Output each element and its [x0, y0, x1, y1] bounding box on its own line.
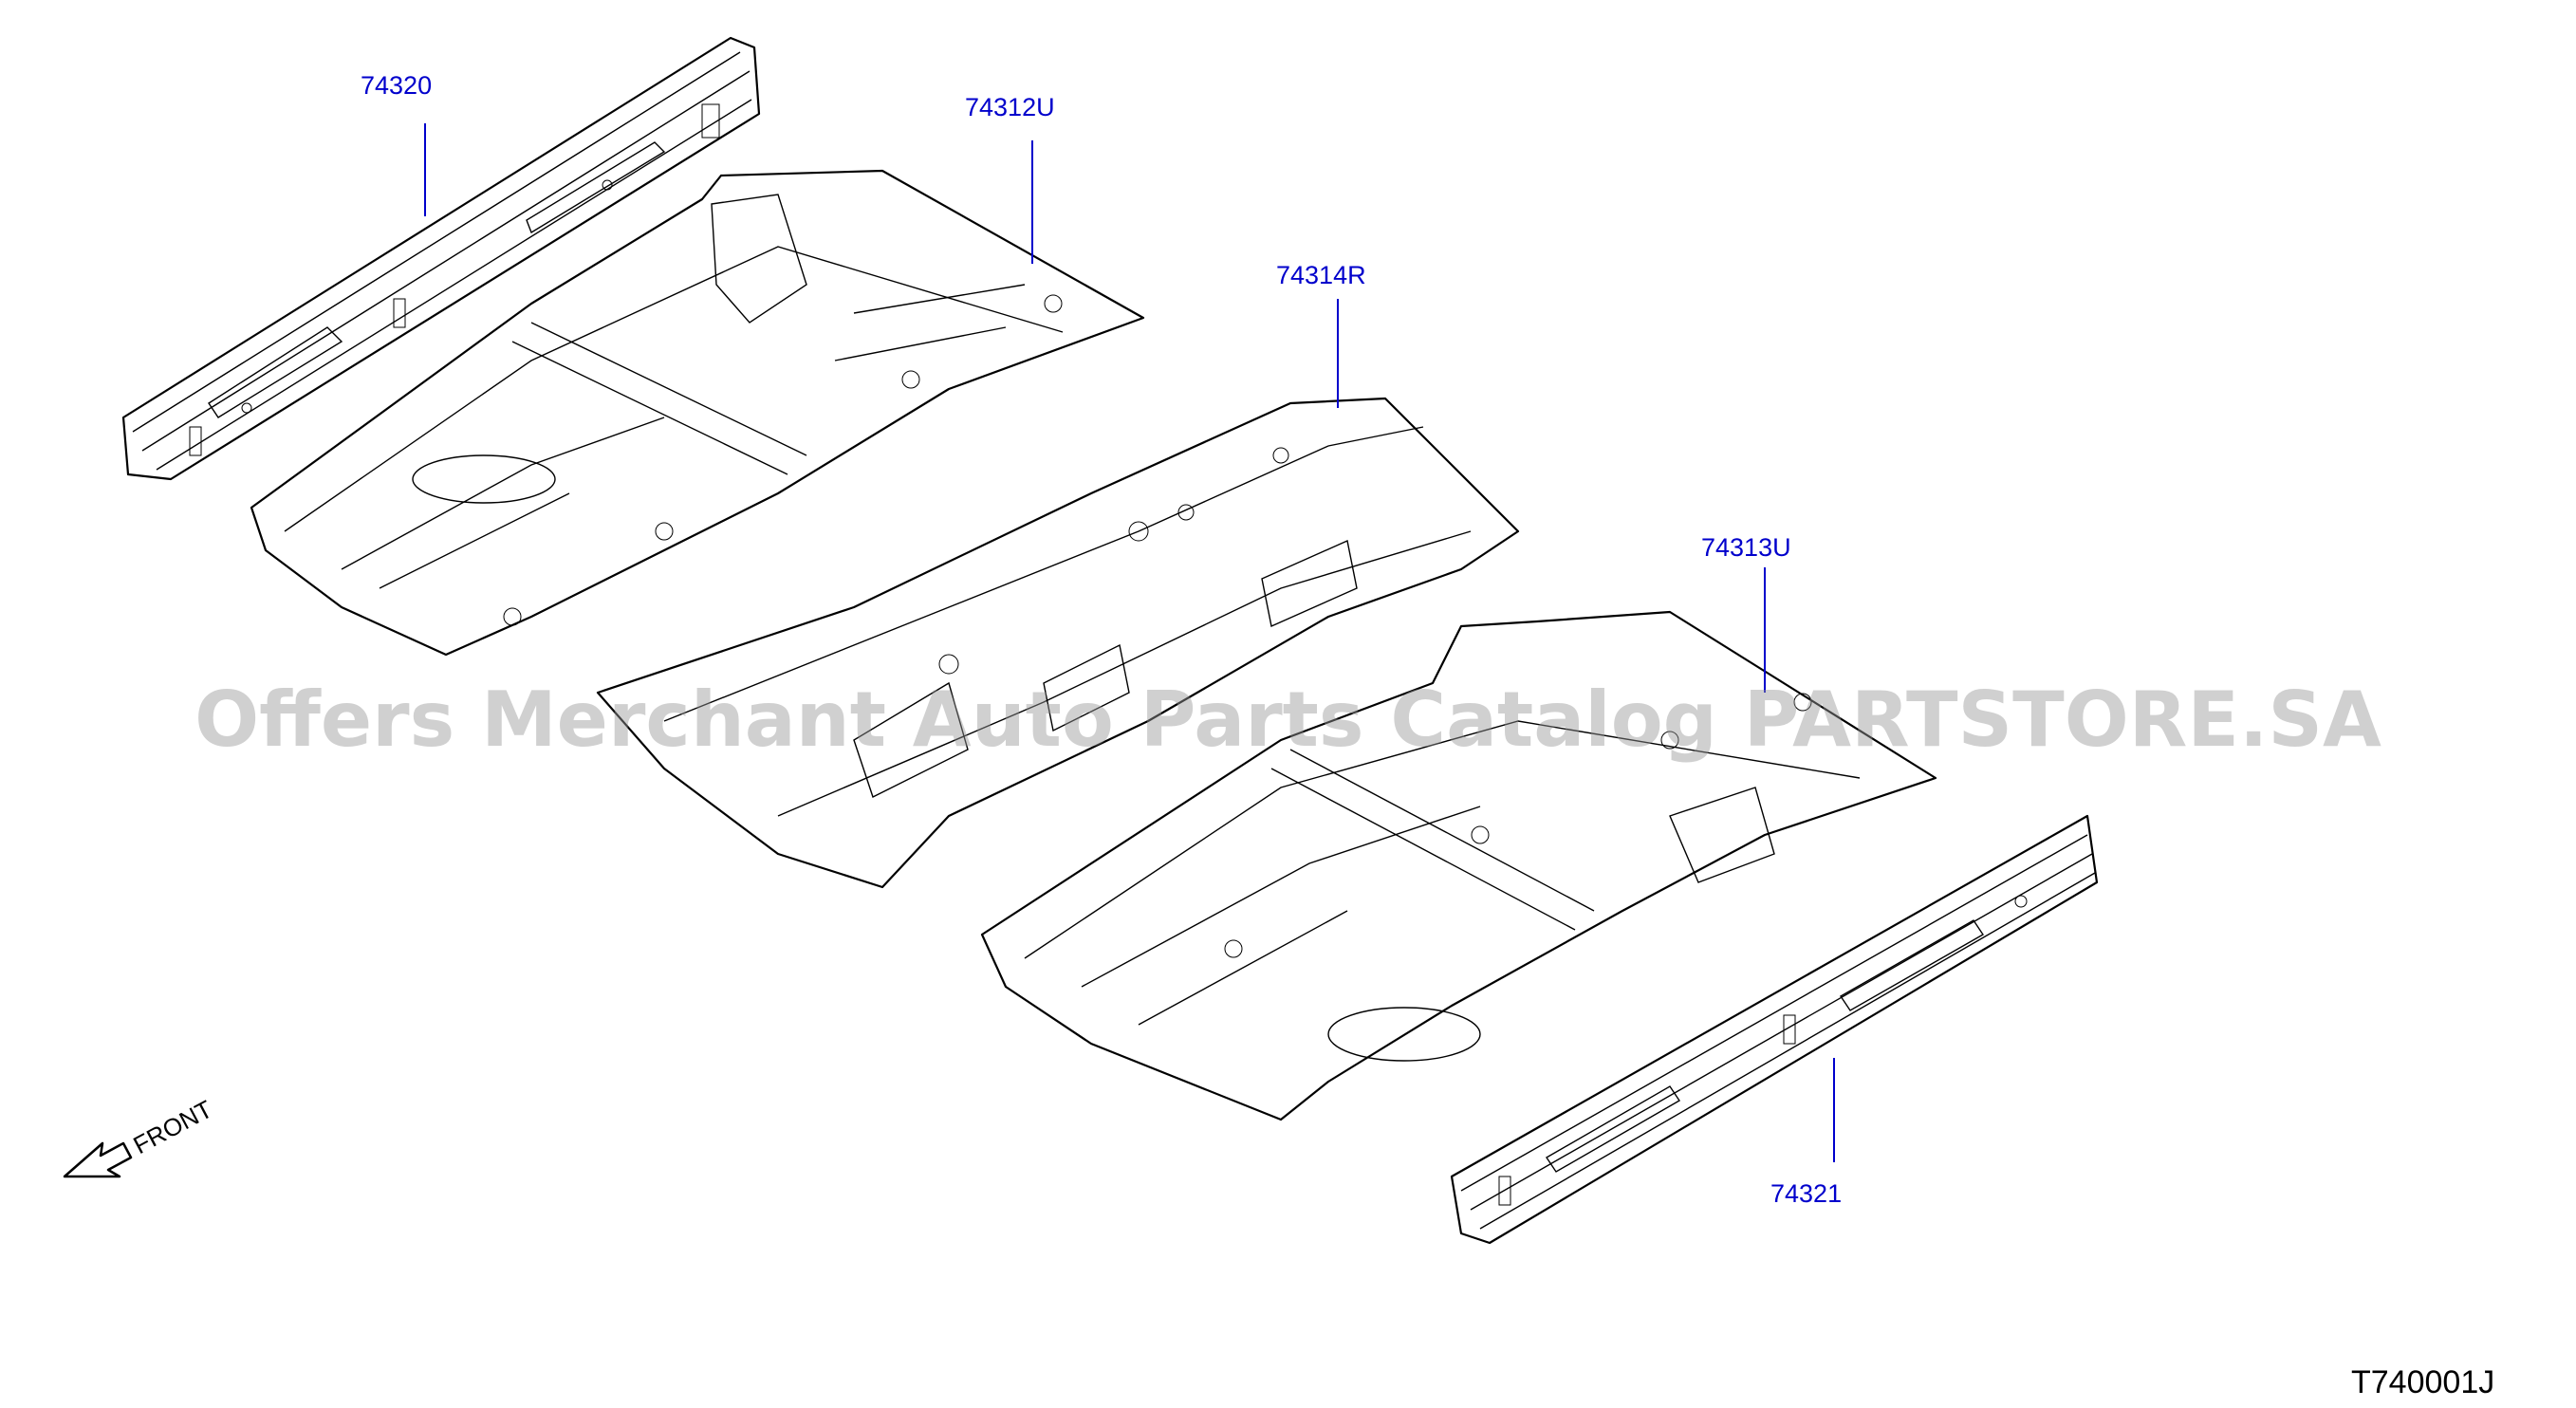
arrow-icon — [63, 1141, 133, 1178]
callout-74312u[interactable]: 74312U — [965, 93, 1055, 121]
callout-74320[interactable]: 74320 — [361, 71, 433, 100]
callout-74321[interactable]: 74321 — [1770, 1179, 1843, 1208]
part-74321-sill-right[interactable] — [1450, 814, 2099, 1245]
callout-74314r[interactable]: 74314R — [1276, 261, 1366, 289]
part-74313u-front-floor-right[interactable] — [980, 610, 1937, 1121]
part-74314r-center-floor[interactable] — [596, 397, 1520, 889]
diagram-code: T740001J — [2351, 1364, 2495, 1400]
callout-74313u[interactable]: 74313U — [1701, 533, 1791, 562]
part-74312u-front-floor-left[interactable] — [250, 169, 1145, 657]
part-74320-sill-left[interactable] — [121, 36, 761, 481]
